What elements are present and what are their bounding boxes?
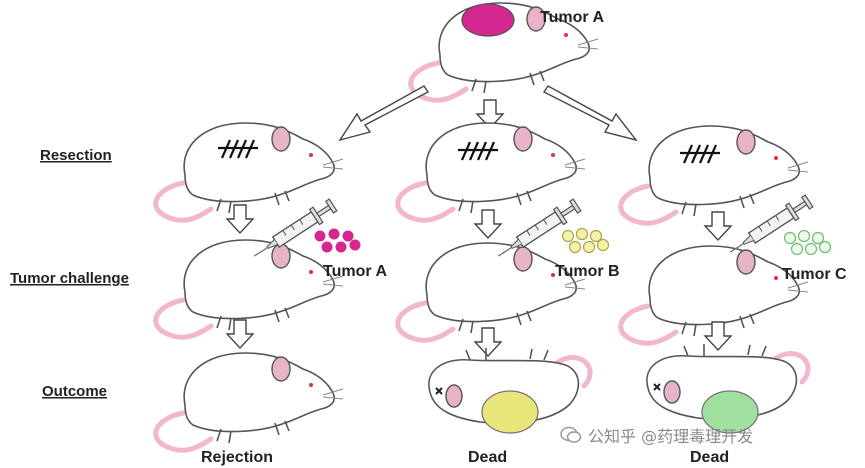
down-arrow <box>704 211 732 241</box>
row-label-tumor-challenge: Tumor challenge <box>10 270 129 287</box>
down-arrow <box>704 321 732 351</box>
challenged-mouse <box>156 240 343 337</box>
down-arrow <box>474 209 502 239</box>
tumor-label: Tumor A <box>323 263 387 280</box>
large-tumor <box>701 390 759 434</box>
column-b: Tumor B Dead <box>398 123 620 466</box>
resected-mouse <box>156 123 343 220</box>
down-arrow <box>474 327 502 357</box>
tumor-cells <box>783 229 832 256</box>
arrow-to-column-c <box>542 85 638 142</box>
large-tumor <box>481 390 539 434</box>
column-a: Tumor A Rejection <box>156 123 387 466</box>
outcome-label: Dead <box>690 449 729 466</box>
watermark: 公知乎 @药理毒理开发 <box>560 420 860 450</box>
top-tumor-label: Tumor A <box>540 9 604 26</box>
down-arrow <box>226 319 254 349</box>
tumor-label: Tumor C <box>782 266 847 283</box>
resected-mouse <box>398 123 585 220</box>
column-c: Tumor C Dead <box>621 126 847 466</box>
survivor-mouse <box>156 353 343 450</box>
row-label-outcome: Outcome <box>42 383 107 400</box>
arrow-to-column-a <box>338 85 430 142</box>
resected-mouse <box>621 126 808 223</box>
watermark-text: 公知乎 @药理毒理开发 <box>588 427 754 446</box>
outcome-label: Dead <box>468 449 507 466</box>
outcome-label: Rejection <box>201 449 273 466</box>
chat-bubble-icon <box>560 426 582 443</box>
tumor-label: Tumor B <box>555 263 620 280</box>
tumor-cells <box>314 228 361 253</box>
row-label-resection: Resection <box>40 147 112 164</box>
tumor-cells <box>561 227 610 254</box>
top-tumor-a <box>461 3 515 37</box>
challenged-mouse <box>398 243 585 340</box>
down-arrow <box>226 204 254 234</box>
